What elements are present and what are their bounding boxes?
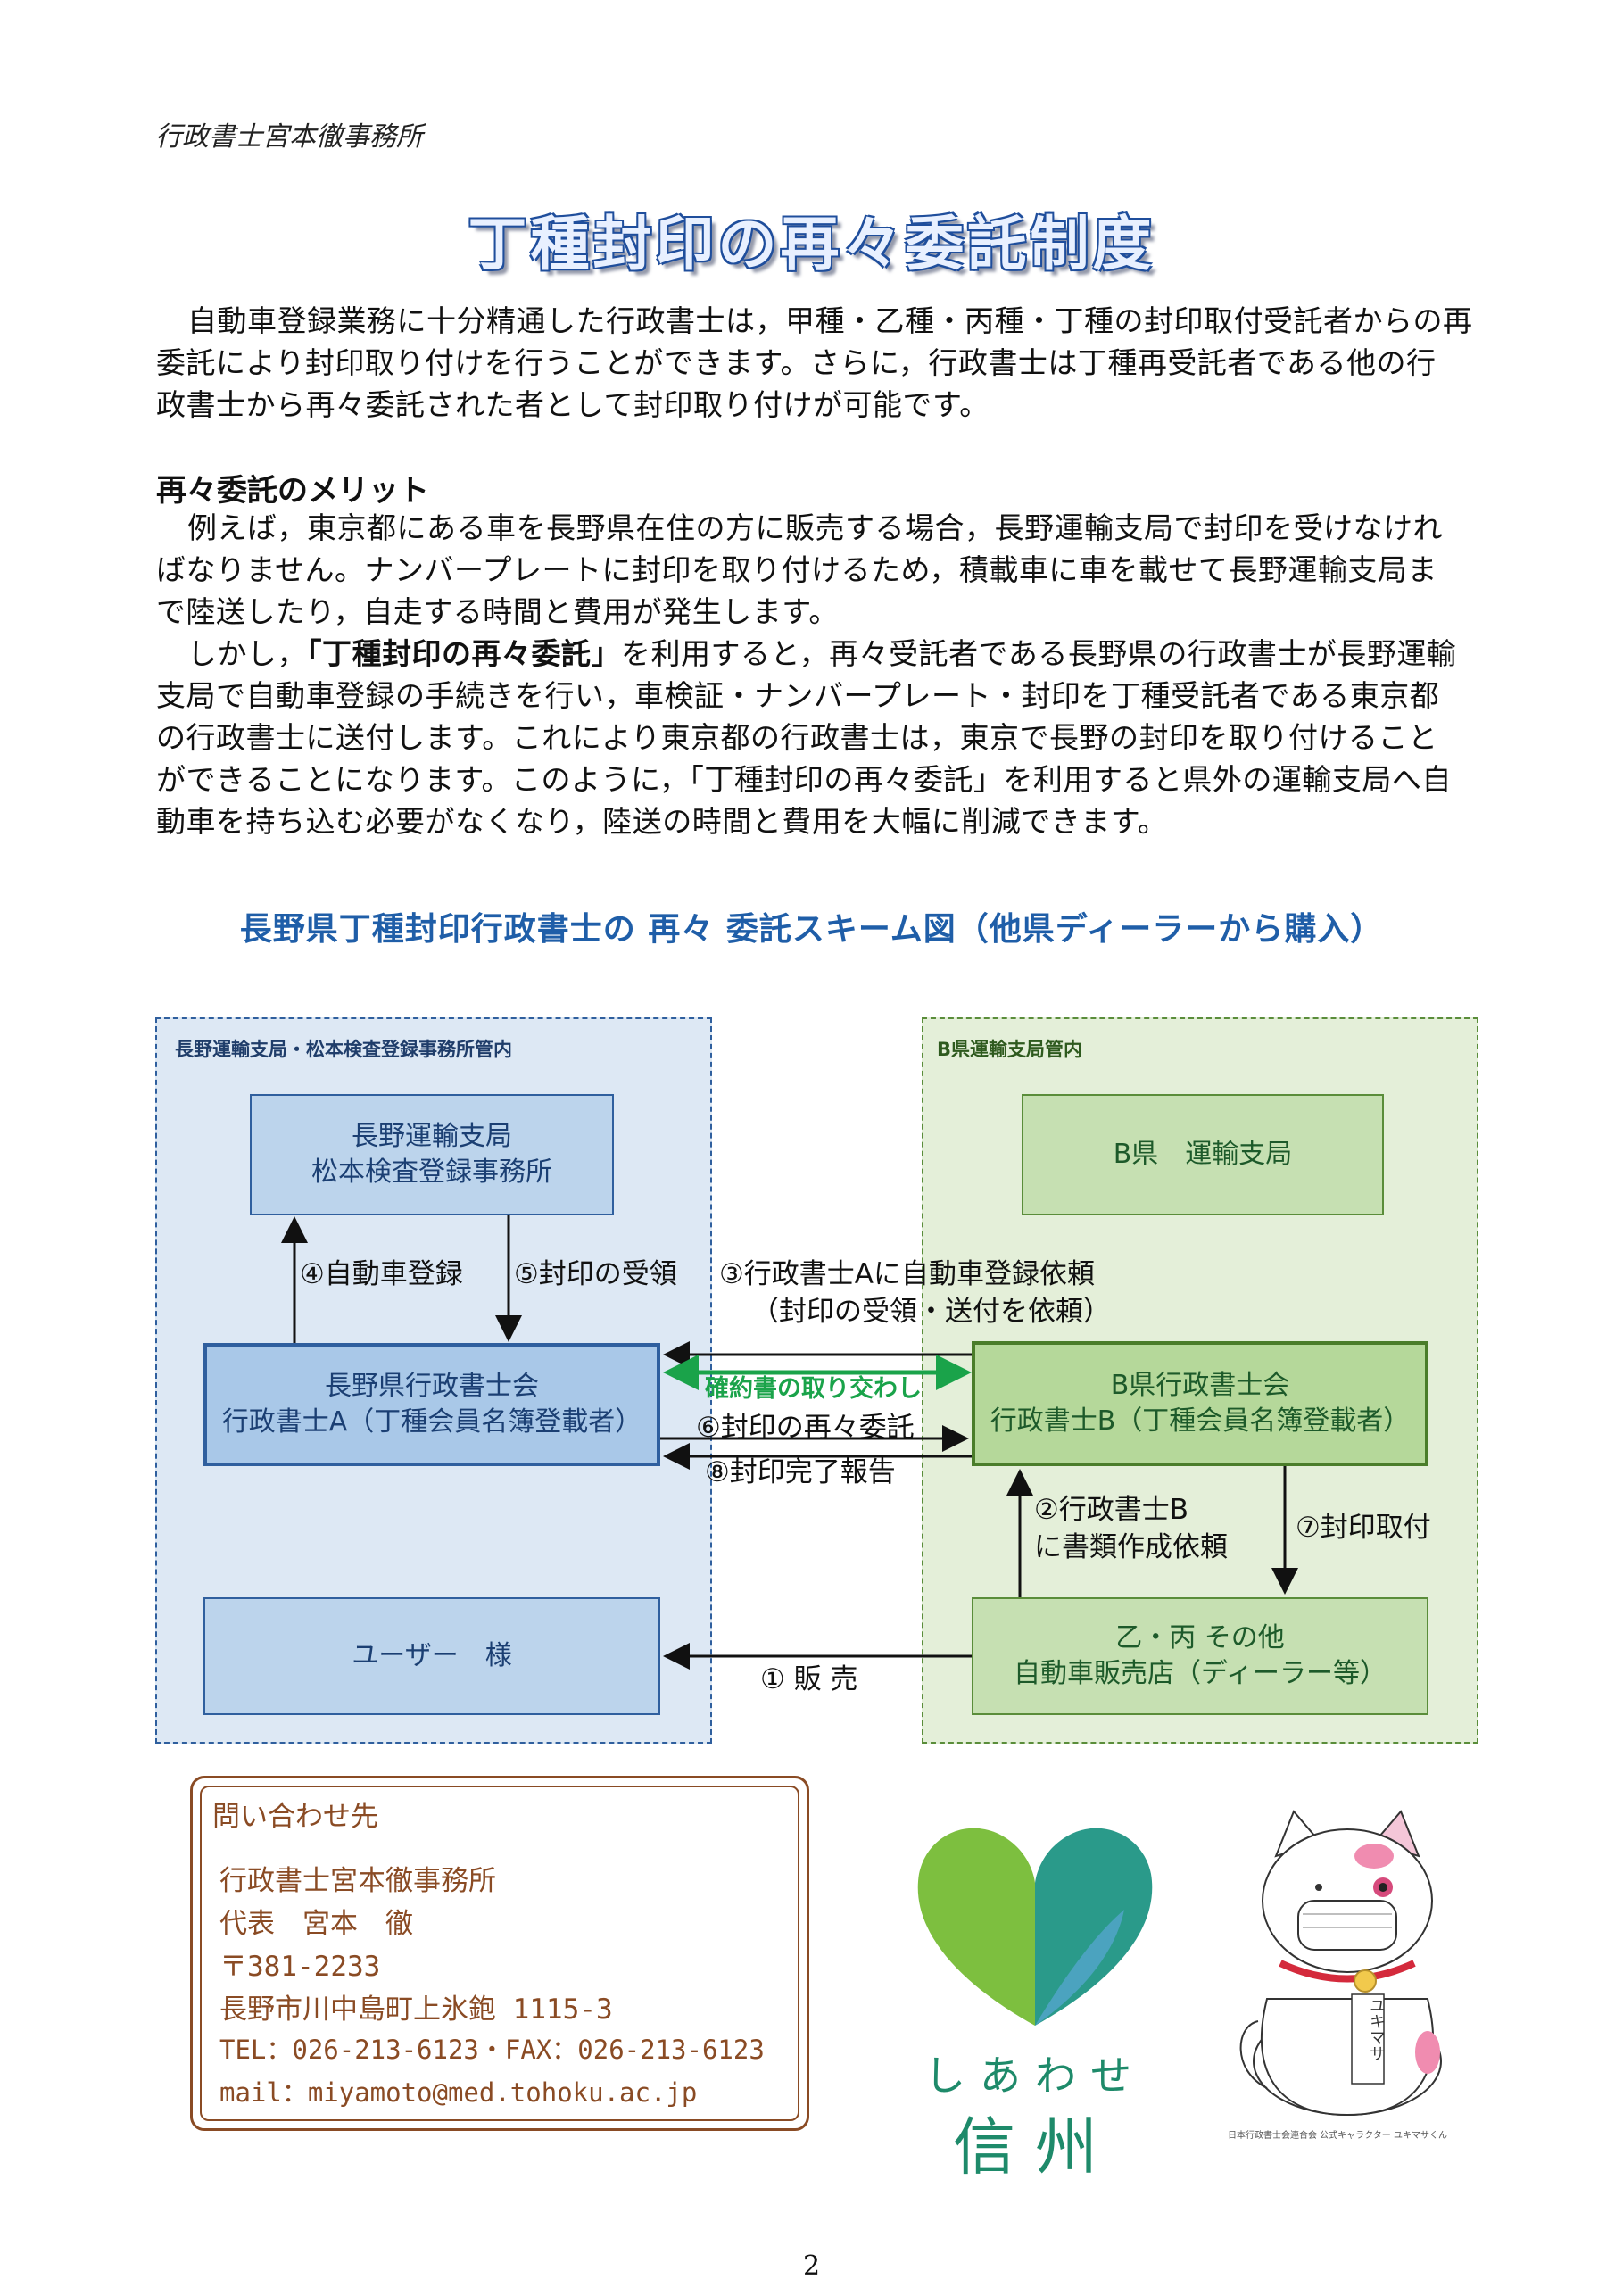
- contact-office: 行政書士宮本徹事務所: [219, 1865, 496, 1897]
- intro-line: 委託により封印取り付けを行うことができます。さらに，行政書士は丁種再受託者である…: [156, 345, 1437, 380]
- contact-postal: 〒381-2233: [219, 1951, 381, 1983]
- intro-line: 政書士から再々委託された者として封印取り付けが可能です。: [156, 387, 990, 422]
- box-line: 行政書士A（丁種会員名簿登載者）: [221, 1406, 642, 1438]
- step8-label: ⑧封印完了報告: [705, 1456, 896, 1488]
- nagano-transport-office-box: 長野運輸支局 松本検査登録事務所: [250, 1094, 614, 1215]
- merit-line: 支局で自動車登録の手続きを行い，車検証・ナンバープレート・封印を丁種受託者である…: [156, 678, 1440, 713]
- step3-label: ③行政書士Aに自動車登録依頼: [719, 1258, 1095, 1290]
- box-line: 長野県行政書士会: [325, 1371, 539, 1402]
- mascot-sash-label: ユキマサ: [1367, 1997, 1386, 2061]
- agreement-label: 確約書の取り交わし: [705, 1375, 922, 1403]
- b-region-label: B県運輸支局管内: [937, 1039, 1083, 1060]
- step6-label: ⑥封印の再々委託: [696, 1412, 915, 1444]
- step4-label: ④自動車登録: [300, 1258, 463, 1290]
- contact-email[interactable]: mail：miyamoto@med.tohoku.ac.jp: [219, 2077, 698, 2108]
- b-transport-office-box: B県 運輸支局: [1022, 1094, 1384, 1215]
- dealer-box: 乙・丙 その他 自動車販売店（ディーラー等）: [972, 1597, 1428, 1715]
- intro-paragraph: 自動車登録業務に十分精通した行政書士は，甲種・乙種・丙種・丁種の封印取付受託者か…: [156, 300, 1486, 426]
- step7-label: ⑦封印取付: [1296, 1512, 1431, 1544]
- merit-paragraph: 例えば，東京都にある車を長野県在住の方に販売する場合，長野運輸支局で封印を受けな…: [156, 507, 1486, 842]
- contact-representative: 代表 宮本 徹: [219, 1908, 413, 1940]
- merit-bold-term: 「丁種封印の再々委託」: [307, 636, 621, 671]
- merit-line: ばなりません。ナンバープレートに封印を取り付けるため，積載車に車を載せて長野運輸…: [156, 552, 1437, 587]
- step1-label: ① 販 売: [760, 1663, 858, 1695]
- step5-label: ⑤封印の受領: [514, 1258, 677, 1290]
- mascot-caption: 日本行政書士会連合会 公式キャラクター ユキマサくん: [1228, 2131, 1447, 2141]
- merit-line: ができることになります。このように，「丁種封印の再々委託」を利用すると県外の運輸…: [156, 762, 1452, 797]
- box-line: 長野運輸支局: [352, 1121, 512, 1152]
- merit-line: 例えば，東京都にある車を長野県在住の方に販売する場合，長野運輸支局で封印を受けな…: [187, 510, 1443, 545]
- box-line: 自動車販売店（ディーラー等）: [1014, 1658, 1387, 1689]
- merit-line: の行政書士に送付します。これにより東京都の行政書士は，東京で長野の封印を取り付け…: [156, 720, 1438, 755]
- step2-label: ②行政書士B: [1034, 1494, 1189, 1526]
- step3-sub-label: （封印の受領・送付を依頼）: [751, 1296, 1111, 1328]
- box-line: B県行政書士会: [1110, 1370, 1290, 1401]
- shinshu-heart-logo-icon: [917, 1828, 1153, 2026]
- contact-phone: TEL：026-213-6123・FAX：026-213-6123: [219, 2035, 765, 2065]
- merit-line: 動車を持ち込む必要がなくなり，陸送の時間と費用を大幅に削減できます。: [156, 804, 1168, 839]
- contact-inner-border: [200, 1786, 799, 2121]
- box-line: 乙・丙 その他: [1115, 1622, 1285, 1654]
- box-line: ユーザー 様: [352, 1640, 512, 1671]
- page-title: 丁種封印の再々委託制度: [468, 210, 1155, 278]
- b-association-box: B県行政書士会 行政書士B（丁種会員名簿登載者）: [972, 1341, 1428, 1466]
- merit-line: で陸送したり，自走する時間と費用が発生します。: [156, 594, 839, 629]
- contact-heading: 問い合わせ先: [212, 1801, 378, 1833]
- page-number: 2: [802, 2250, 821, 2282]
- merit-heading: 再々委託のメリット: [156, 473, 429, 509]
- step2-sub-label: に書類作成依頼: [1034, 1531, 1228, 1563]
- contact-box: [190, 1776, 809, 2131]
- box-line: 松本検査登録事務所: [311, 1156, 552, 1188]
- scheme-title: 長野県丁種封印行政書士の 再々 委託スキーム図（他県ディーラーから購入）: [239, 911, 1384, 948]
- merit-line-emphasis: しかし，「丁種封印の再々委託」を利用すると，再々受託者である長野県の行政書士が長…: [156, 633, 1486, 675]
- yukimasa-mascot-icon: [1239, 1810, 1442, 2117]
- merit-lead: しかし，: [187, 636, 307, 671]
- office-header: 行政書士宮本徹事務所: [155, 121, 423, 153]
- contact-address: 長野市川中島町上氷鉋 1115-3: [219, 1993, 613, 2026]
- logo-tagline: しあわせ: [924, 2051, 1146, 2100]
- nagano-region-label: 長野運輸支局・松本検査登録事務所管内: [175, 1039, 512, 1060]
- merit-rest: を利用すると，再々受託者である長野県の行政書士が長野運輸: [621, 636, 1457, 671]
- user-box: ユーザー 様: [203, 1597, 660, 1715]
- nagano-association-box: 長野県行政書士会 行政書士A（丁種会員名簿登載者）: [203, 1343, 660, 1466]
- box-line: B県 運輸支局: [1113, 1139, 1293, 1170]
- intro-line: 自動車登録業務に十分精通した行政書士は，甲種・乙種・丙種・丁種の封印取付受託者か…: [187, 303, 1473, 338]
- box-line: 行政書士B（丁種会員名簿登載者）: [990, 1405, 1411, 1437]
- logo-shinshu: 信州: [953, 2110, 1117, 2184]
